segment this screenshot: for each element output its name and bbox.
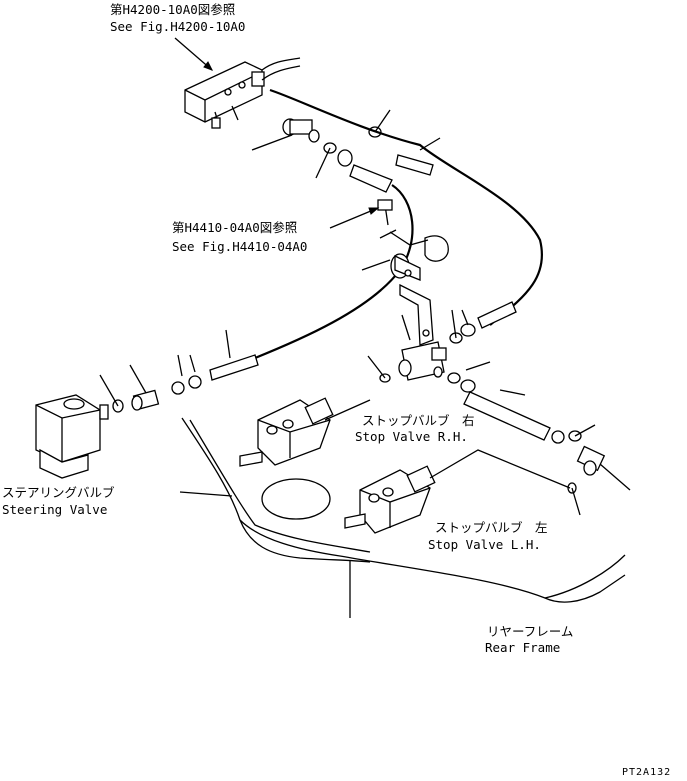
ref-mid-jp: 第H4410-04A0図参照 (172, 220, 297, 235)
hose-sleeve-long (463, 389, 551, 441)
rear-frame-jp: リヤーフレーム (487, 624, 573, 639)
top-manifold-block (184, 57, 301, 129)
leader-clip (361, 259, 391, 271)
hose-clamp-right (447, 309, 491, 393)
stop-valve-lh-body (344, 465, 436, 534)
tee-fitting-right (398, 314, 447, 381)
stop-valve-rh-en: Stop Valve R.H. (355, 429, 468, 444)
stop-valve-lh-en: Stop Valve L.H. (428, 537, 541, 552)
rear-frame-outline (181, 417, 626, 603)
o-ring-center (367, 355, 391, 383)
hose-sleeve-right (477, 301, 517, 329)
steering-valve-body (35, 394, 109, 479)
bolt-clip (377, 199, 449, 281)
fittings-right-lower (551, 424, 631, 516)
leader-clip-2 (379, 229, 397, 239)
stop-valve-rh-body (239, 397, 334, 467)
stop-valve-lh-jp: ストップバルブ 左 (435, 520, 548, 535)
leader-stop-lh (429, 449, 571, 489)
rear-frame-en: Rear Frame (485, 640, 560, 655)
hose-sleeve-top-a (349, 164, 393, 193)
leader-steering-valve (179, 491, 233, 497)
ref-top-en: See Fig.H4200-10A0 (110, 19, 245, 34)
figure-code: PT2A132 (622, 767, 671, 778)
hose-line-main (269, 88, 543, 326)
steering-valve-jp: ステアリングバルブ (2, 485, 115, 500)
hose-line-secondary (249, 184, 414, 362)
mounting-bracket (399, 283, 434, 346)
stop-valve-rh-jp: ストップバルブ 右 (362, 413, 475, 428)
steering-valve-en: Steering Valve (2, 502, 107, 517)
leader-stop-rh (324, 399, 371, 421)
ref-mid-en: See Fig.H4410-04A0 (172, 239, 307, 254)
fittings-left (99, 329, 259, 413)
ref-top-jp: 第H4200-10A0図参照 (110, 2, 235, 17)
elbow-fitting-top (251, 118, 320, 151)
